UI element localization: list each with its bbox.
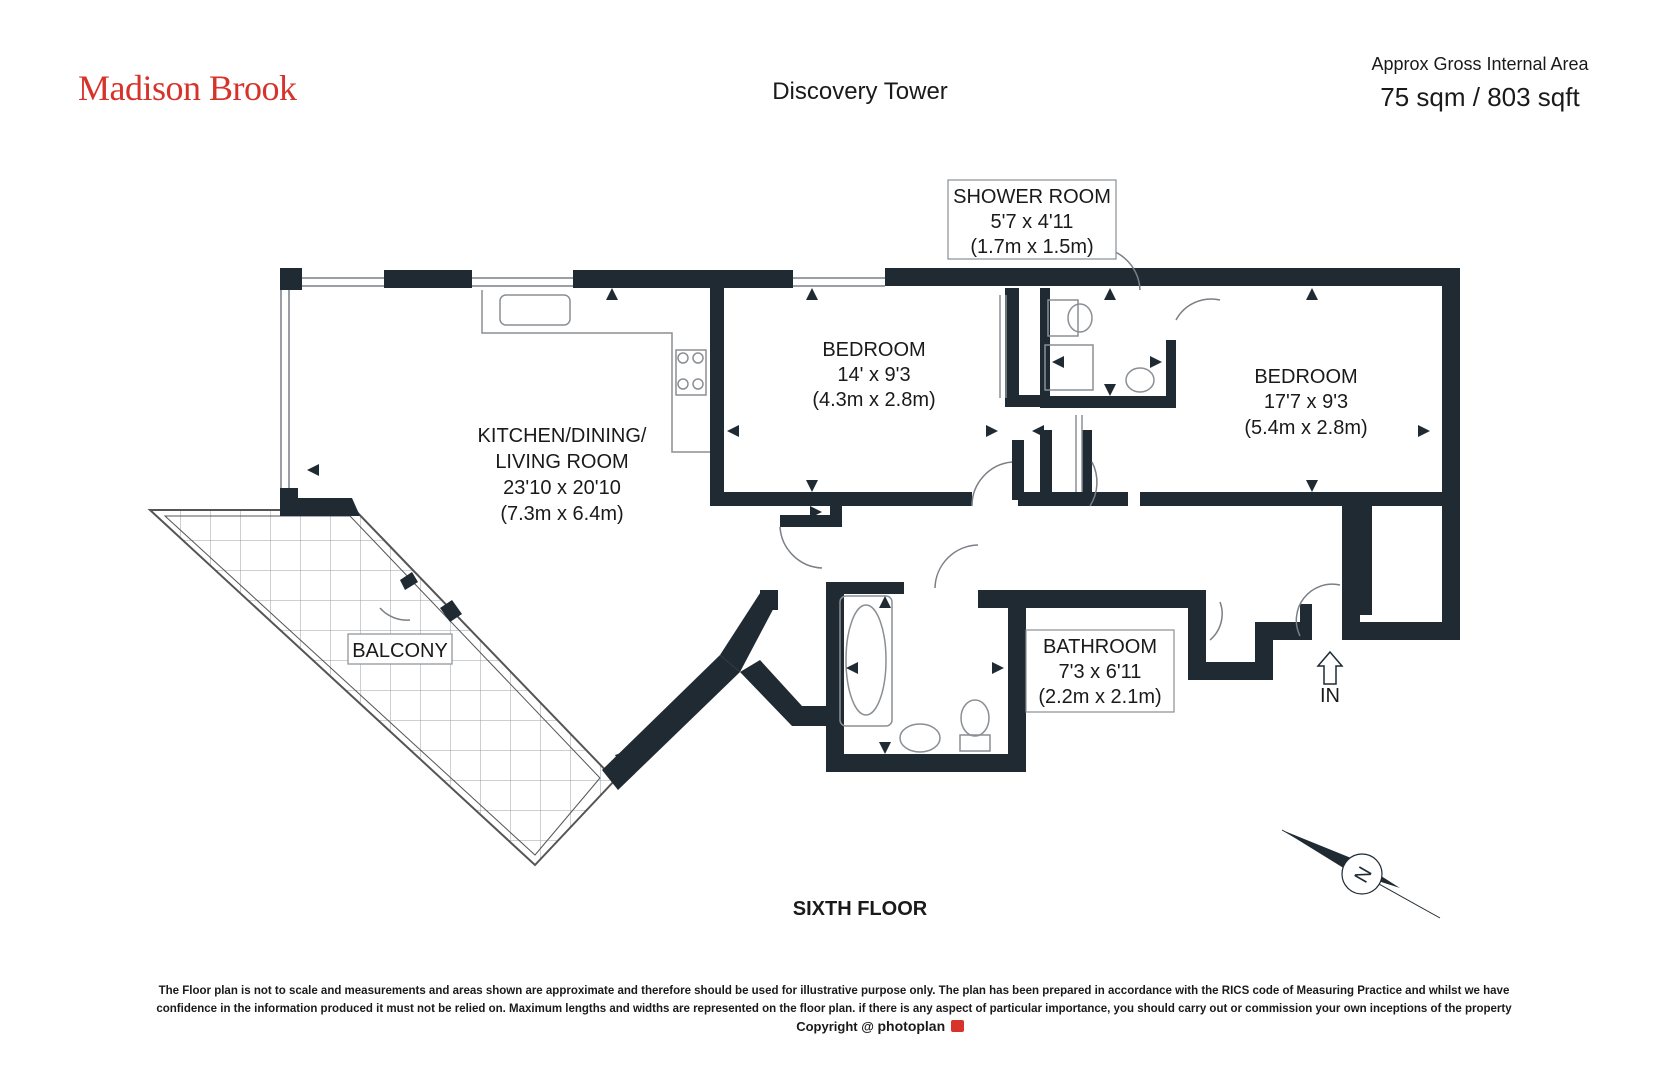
compass-icon: N: [1281, 829, 1441, 919]
bathroom-imperial: 7'3 x 6'11: [1059, 661, 1142, 683]
bedroom1-name: BEDROOM: [822, 339, 925, 361]
living-room-metric: (7.3m x 6.4m): [500, 503, 623, 525]
balcony: [147, 509, 617, 867]
living-room-name2: LIVING ROOM: [495, 451, 628, 473]
area-label: Approx Gross Internal Area: [1371, 54, 1589, 74]
label-boxes: [347, 179, 1175, 713]
floor-label: SIXTH FLOOR: [792, 898, 928, 920]
bedroom1-imperial: 14' x 9'3: [837, 364, 910, 386]
bathroom-name: BATHROOM: [1043, 636, 1157, 658]
bedroom2-metric: (5.4m x 2.8m): [1244, 417, 1367, 439]
area-value: 75 sqm / 803 sqft: [1380, 82, 1580, 112]
measurement-arrows: [307, 288, 1430, 765]
entrance-arrow-icon: [1316, 650, 1344, 685]
camera-icon: [950, 1020, 964, 1032]
copyright: Copyright @ photoplan: [700, 1018, 1060, 1034]
bathroom-metric: (2.2m x 2.1m): [1038, 686, 1161, 708]
door-swings: [379, 246, 1341, 641]
living-room-name: KITCHEN/DINING/: [478, 425, 647, 447]
copyright-brand: photoplan: [877, 1018, 946, 1034]
walls: [280, 268, 1460, 790]
brand-logo: Madison Brook: [78, 68, 297, 108]
room-labels: SHOWER ROOM 5'7 x 4'11 (1.7m x 1.5m) BED…: [352, 186, 1367, 708]
disclaimer-line1: The Floor plan is not to scale and measu…: [158, 985, 1510, 997]
living-room-imperial: 23'10 x 20'10: [503, 477, 621, 499]
bedroom2-name: BEDROOM: [1254, 366, 1357, 388]
sanitary-fittings: [839, 295, 1155, 753]
bedroom2-imperial: 17'7 x 9'3: [1264, 391, 1348, 413]
building-title: Discovery Tower: [772, 78, 948, 105]
shower-room-metric: (1.7m x 1.5m): [970, 236, 1093, 258]
shower-room-imperial: 5'7 x 4'11: [991, 211, 1074, 233]
balcony-name: BALCONY: [352, 640, 448, 662]
shower-room-name: SHOWER ROOM: [953, 186, 1111, 208]
disclaimer-line2: confidence in the information produced i…: [156, 1003, 1512, 1015]
copyright-prefix: Copyright @: [796, 1019, 874, 1034]
kitchen-counter: [481, 290, 710, 453]
windows: [280, 277, 885, 488]
bedroom1-metric: (4.3m x 2.8m): [812, 389, 935, 411]
disclaimer: The Floor plan is not to scale and measu…: [80, 982, 1588, 1018]
entrance-label: IN: [1320, 685, 1340, 707]
